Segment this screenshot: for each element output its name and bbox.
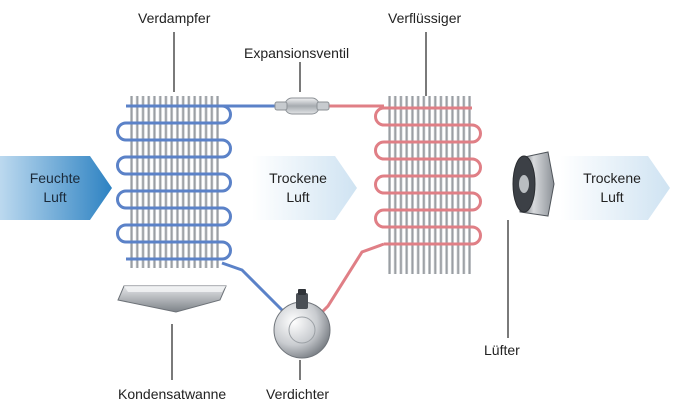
dry-air-middle-line2: Luft xyxy=(286,189,310,205)
evaporator-fins xyxy=(130,96,219,268)
fin xyxy=(462,96,466,274)
condensate-tray-label: Kondensatwanne xyxy=(118,386,227,402)
condenser-coil xyxy=(374,106,482,246)
fin xyxy=(204,96,208,268)
fin xyxy=(175,96,179,268)
fin xyxy=(405,96,409,274)
fin xyxy=(468,96,471,274)
humid-air-line1: Feuchte xyxy=(29,170,81,186)
condenser-label: Verflüssiger xyxy=(388,10,462,26)
dry-air-middle-text: Trockene Luft xyxy=(262,169,334,207)
dry-air-right-text: Trockene Luft xyxy=(576,169,648,207)
fin xyxy=(216,96,219,268)
fan-graphic xyxy=(512,151,555,217)
humid-air-line2: Luft xyxy=(43,189,67,205)
compressor-label: Verdichter xyxy=(266,386,330,402)
dry-air-arrow-middle xyxy=(252,156,357,220)
fin xyxy=(433,96,437,274)
humid-air-text: Feuchte Luft xyxy=(20,169,90,207)
dry-air-middle-line1: Trockene xyxy=(269,170,327,186)
humid-air-arrow xyxy=(0,156,112,220)
fin xyxy=(456,96,460,274)
fin xyxy=(147,96,151,268)
fin xyxy=(399,96,403,274)
fin xyxy=(428,96,431,274)
condenser-fins xyxy=(388,96,471,274)
fin xyxy=(141,96,145,268)
pipe-compressor-condenser xyxy=(312,242,385,322)
expansion-valve-graphic xyxy=(274,97,330,115)
fin xyxy=(181,96,185,268)
fin xyxy=(388,96,391,274)
fin xyxy=(393,96,397,274)
condensate-tray-graphic xyxy=(117,285,227,313)
fin xyxy=(187,96,191,268)
fin xyxy=(422,96,426,274)
fan-label: Lüfter xyxy=(484,342,520,358)
fin xyxy=(445,96,449,274)
fin xyxy=(158,96,162,268)
fin xyxy=(439,96,443,274)
fin xyxy=(416,96,420,274)
fin xyxy=(198,96,202,268)
fin xyxy=(450,96,454,274)
fin xyxy=(152,96,156,268)
dry-air-arrow-right xyxy=(560,156,670,220)
expansion-valve-label: Expansionsventil xyxy=(244,45,350,61)
dry-air-right-line2: Luft xyxy=(600,189,624,205)
dry-air-right-line1: Trockene xyxy=(583,170,641,186)
fin xyxy=(210,96,214,268)
fin xyxy=(164,96,168,268)
fin xyxy=(170,96,174,268)
evaporator-label: Verdampfer xyxy=(138,10,211,26)
evaporator-coil xyxy=(116,104,232,261)
fin xyxy=(130,96,133,268)
fin xyxy=(410,96,414,274)
fin xyxy=(135,96,139,268)
compressor-graphic xyxy=(273,289,331,359)
fin xyxy=(193,96,197,268)
